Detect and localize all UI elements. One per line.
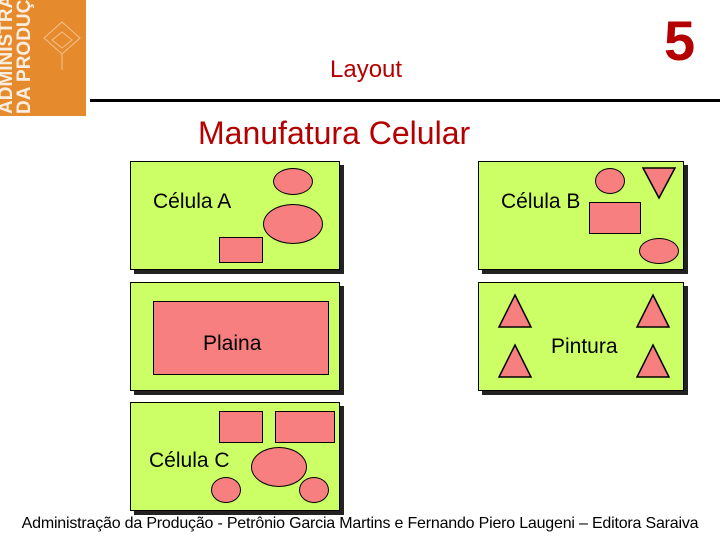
machine-ellipse-small: [211, 477, 241, 503]
plaina-label: Plaina: [203, 332, 262, 355]
machine-triangle-up: [497, 343, 533, 378]
machine-ellipse-small: [639, 238, 679, 264]
cell-c: Célula C: [130, 402, 340, 511]
cell-b: Célula B: [478, 161, 684, 270]
footer-credit: Administração da Produção - Petrônio Gar…: [21, 515, 699, 532]
machine-triangle-up: [635, 343, 671, 378]
cell-b-label: Célula B: [501, 190, 581, 213]
cell-a-label: Célula A: [153, 190, 232, 213]
header-divider: [90, 99, 720, 102]
machine-rectangle: [589, 202, 641, 234]
pintura-department: Pintura: [478, 282, 684, 391]
cell-c-label: Célula C: [149, 449, 230, 472]
book-cover-image: ADMINISTRAÇÃO DA PRODUÇÃO: [0, 0, 86, 116]
machine-rectangle: [219, 237, 263, 263]
machine-rectangle: [219, 411, 263, 443]
main-title: Manufatura Celular: [198, 115, 471, 151]
machine-triangle-up: [497, 293, 533, 328]
cover-title-text: ADMINISTRAÇÃO DA PRODUÇÃO: [0, 0, 35, 114]
slide-title: Layout: [330, 56, 403, 83]
machine-ellipse-small: [273, 168, 313, 195]
cover-line-2: DA PRODUÇÃO: [13, 0, 35, 114]
machine-triangle-down: [641, 167, 677, 200]
pintura-label: Pintura: [551, 335, 618, 358]
cover-graphic-icon: [43, 21, 81, 70]
cell-a: Célula A: [130, 161, 340, 270]
machine-ellipse-small: [299, 477, 329, 503]
machine-ellipse-large: [251, 447, 307, 487]
chapter-number: 5: [664, 9, 696, 72]
plaina-department: Plaina: [130, 282, 340, 391]
cover-line-1: ADMINISTRAÇÃO: [0, 0, 17, 114]
machine-rectangle: [275, 411, 335, 443]
machine-triangle-up: [635, 293, 671, 328]
plaina-machine: [153, 301, 329, 375]
machine-ellipse-large: [263, 204, 323, 244]
machine-ellipse-small: [595, 168, 625, 194]
